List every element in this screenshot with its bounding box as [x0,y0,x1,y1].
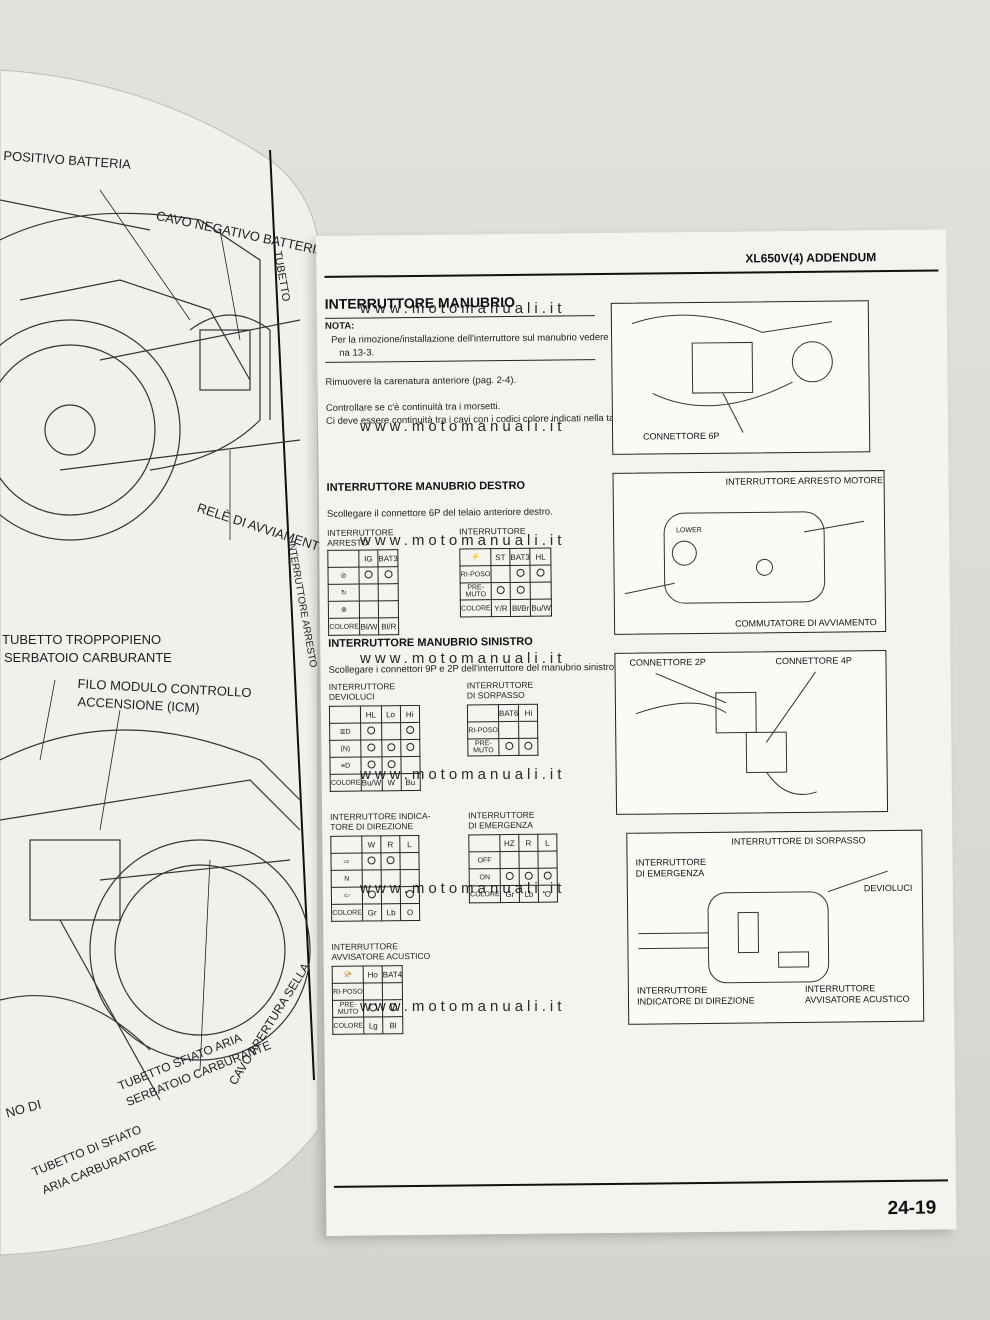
watermark-7: www.motomanuali.it [360,998,566,1015]
fig3-label-2p: CONNETTORE 2P [629,656,706,668]
motorcycle-bottom-drawing [0,729,311,1101]
destro-text: Scollegare il connettore 6P del telaio a… [326,506,553,520]
figure-interruttore-sinistro: INTERRUTTORE DI SORPASSO INTERRUTTORE DI… [626,829,925,1025]
figure-interruttore-destro: INTERRUTTORE ARRESTO MOTORE LOWER COMMUT… [612,470,887,635]
figure-connettore-6p: CONNETTORE 6P [610,300,871,455]
fig4-label-acustico-1: INTERRUTTORE [804,983,876,994]
label-troppopieno-2: SERBATOIO CARBURANTE [4,650,172,665]
text-carenatura: Rimuovere la carenatura anteriore (pag. … [325,374,517,388]
fig4-label-emergenza-1: INTERRUTTORE [635,856,706,868]
bottom-rule [333,1179,948,1188]
watermark-6: www.motomanuali.it [360,880,566,897]
watermark-4: www.motomanuali.it [360,650,566,667]
right-page: XL650V(4) ADDENDUM INTERRUTTORE MANUBRIO… [316,229,957,1236]
figure-connettori: CONNETTORE 2P CONNETTORE 4P [614,650,889,815]
fig4-label-devioluci: DEVIOLUCI [863,882,913,894]
leader-lines [39,189,241,1071]
fig2-label-commutatore: COMMUTATORE DI AVVIAMENTO [735,617,877,629]
figure-1-drawing [631,314,833,433]
fig4-label-direzione-2: INDICATORE DI DIREZIONE [636,995,755,1007]
fig4-label-acustico-2: AVVISATORE ACUSTICO [804,993,910,1005]
watermark-5: www.motomanuali.it [360,766,566,783]
tbl-direzione-title: INTERRUTTORE INDICA-TORE DI DIREZIONE [330,810,431,832]
label-troppopieno-1: TUBETTO TROPPOPIENO [2,632,162,647]
motorcycle-top-drawing [0,199,301,541]
fig2-label-lower: LOWER [676,526,702,535]
fig4-label-emergenza-2: DI EMERGENZA [635,867,705,879]
destro-title: INTERRUTTORE MANUBRIO DESTRO [326,479,526,494]
header-rule [324,269,939,278]
fig2-label-arresto: INTERRUTTORE ARRESTO MOTORE [725,475,884,487]
watermark-1: www.motomanuali.it [360,300,566,317]
fig3-label-4p: CONNETTORE 4P [775,655,852,667]
page-header: XL650V(4) ADDENDUM [745,250,877,266]
figure-2-drawing [624,511,865,604]
fig4-label-sorpasso: INTERRUTTORE DI SORPASSO [731,835,866,847]
nota-line-2: na 13-3. [339,347,375,359]
watermark-2: www.motomanuali.it [360,418,566,435]
sinistro-title: INTERRUTTORE MANUBRIO SINISTRO [328,635,533,650]
watermark-3: www.motomanuali.it [360,532,566,549]
figure-4-drawing [638,870,888,984]
figure-3-drawing [635,671,818,795]
nota-line-1: Per la rimozione/installazione dell'inte… [331,331,641,346]
nota-rule-bottom [325,359,596,363]
fig1-label: CONNETTORE 6P [643,430,720,442]
nota-label: NOTA: [324,320,355,332]
fig4-label-direzione-1: INTERRUTTORE [636,984,708,996]
page-number: 24-19 [887,1197,937,1220]
